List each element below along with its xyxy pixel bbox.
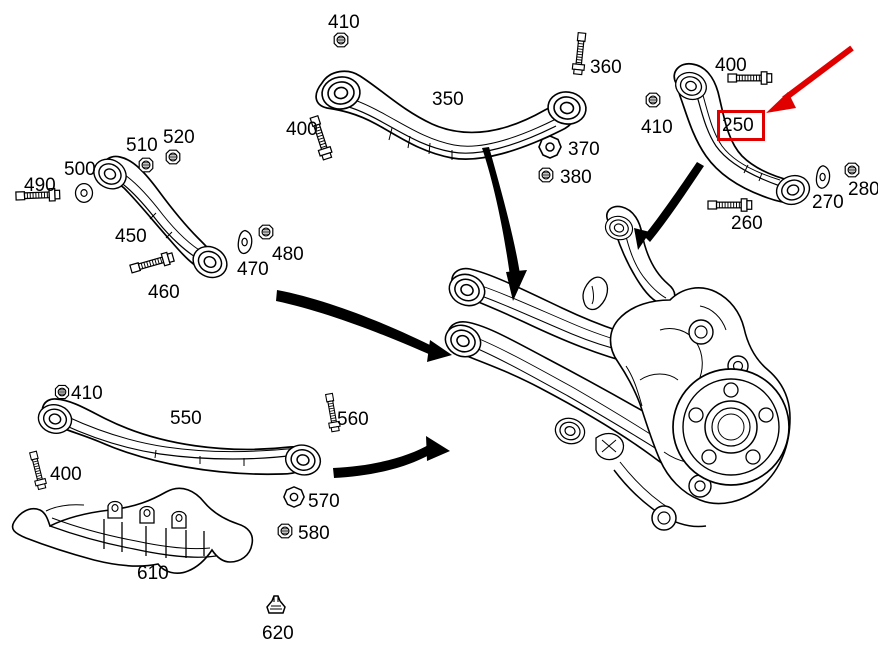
part-label-520: 520 [163, 127, 195, 148]
part-250-toe-link [671, 62, 815, 210]
fastener-260-bolt [707, 198, 753, 212]
part-label-370: 370 [568, 139, 600, 160]
part-label-560: 560 [337, 409, 369, 430]
part-label-610: 610 [137, 563, 169, 584]
part-label-400-lower: 400 [50, 464, 82, 485]
part-label-250: 250 [722, 115, 754, 136]
fastener-520-nut [165, 149, 181, 165]
part-label-510: 510 [126, 135, 158, 156]
part-label-400-right: 400 [715, 55, 747, 76]
part-label-620: 620 [262, 623, 294, 644]
part-label-410-right: 410 [641, 117, 673, 138]
part-label-360: 360 [590, 57, 622, 78]
fastener-460-bolt [128, 250, 176, 276]
fastener-620-clip [266, 595, 286, 614]
flow-arrow-450-to-assembly [276, 290, 452, 362]
part-label-400-upper: 400 [286, 119, 318, 140]
flow-arrow-350-to-assembly [482, 147, 527, 301]
part-label-260: 260 [731, 213, 763, 234]
highlight-box-250 [717, 110, 765, 141]
part-label-280: 280 [848, 179, 878, 200]
part-350-upper-control-arm [315, 70, 589, 160]
fastener-410-lower-nut [54, 384, 70, 400]
fastener-380-nut [538, 167, 554, 183]
fastener-510-nut [138, 157, 154, 173]
part-label-570: 570 [308, 491, 340, 512]
part-label-460: 460 [148, 282, 180, 303]
part-label-350: 350 [432, 89, 464, 110]
fastener-580-nut [277, 523, 293, 539]
fastener-480-nut [258, 224, 274, 240]
fastener-500-washer [74, 183, 94, 203]
part-label-550: 550 [170, 408, 202, 429]
part-label-500: 500 [64, 159, 96, 180]
fastener-570-flange-nut [283, 486, 305, 508]
part-wheel-carrier-hub-assembly [439, 205, 791, 531]
fastener-410-top [333, 32, 349, 48]
fastener-410-right-nut [645, 92, 661, 108]
part-label-490: 490 [24, 175, 56, 196]
part-label-470: 470 [237, 259, 269, 280]
part-label-450: 450 [115, 226, 147, 247]
fastener-280-nut [844, 162, 860, 178]
flow-arrow-250-to-assembly [634, 162, 704, 250]
part-label-410-lower: 410 [71, 383, 103, 404]
fastener-270-cam-washer [815, 165, 831, 189]
part-label-270: 270 [812, 192, 844, 213]
fastener-470-cam-washer [237, 229, 253, 255]
part-label-410-top: 410 [328, 12, 360, 33]
part-label-580: 580 [298, 523, 330, 544]
highlight-arrow [766, 45, 854, 113]
fastener-370-flange-nut [538, 135, 562, 159]
part-label-480: 480 [272, 244, 304, 265]
part-550-trailing-arm [34, 398, 325, 480]
part-label-380: 380 [560, 167, 592, 188]
flow-arrow-550-to-assembly [333, 436, 450, 478]
part-610-underbody-shield [11, 487, 254, 574]
fastener-360-bolt [571, 31, 589, 76]
part-450-camber-link [87, 152, 234, 285]
fastener-400-lower-bolt [27, 450, 48, 491]
